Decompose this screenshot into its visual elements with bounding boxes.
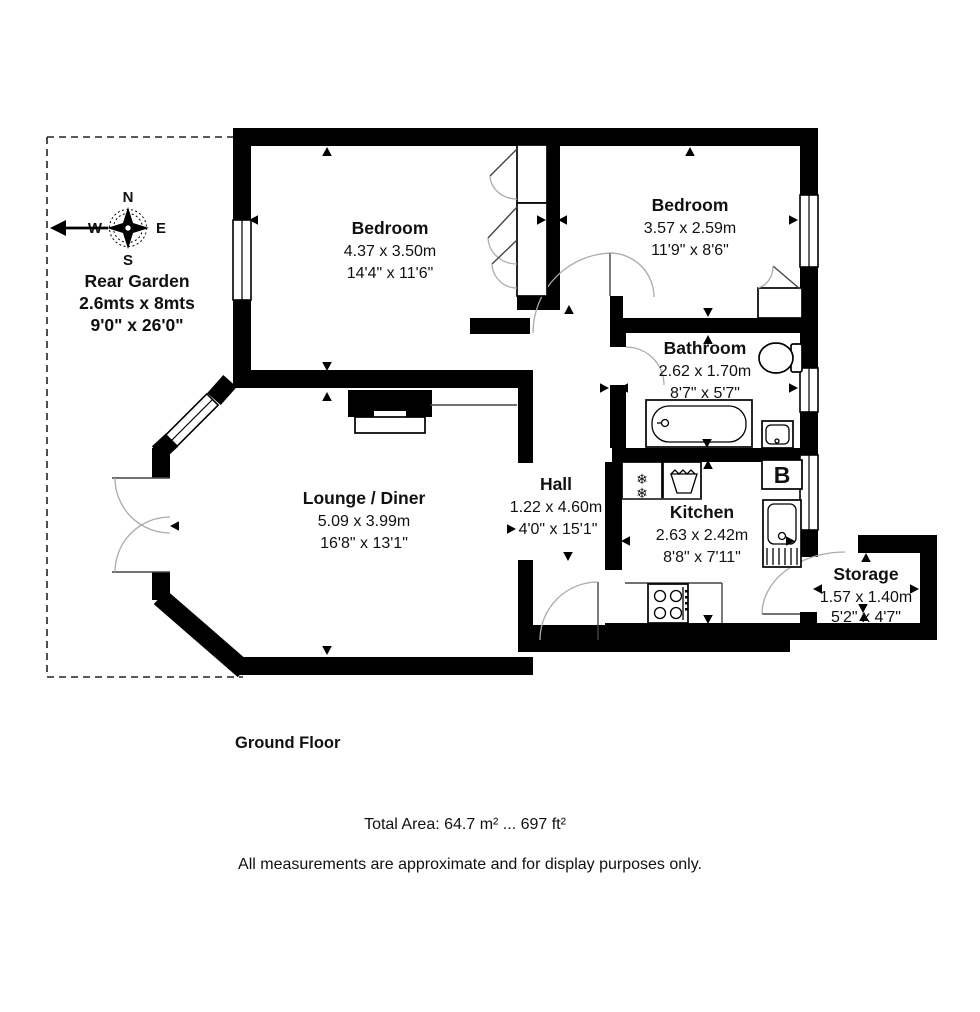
room-metric: 1.22 x 4.60m	[510, 499, 603, 516]
bathroom-sink-icon	[761, 420, 794, 449]
washing-machine-icon	[662, 461, 702, 500]
disclaimer-text: All measurements are approximate and for…	[238, 856, 702, 873]
compass-north-label: N	[123, 189, 134, 206]
cupboard	[757, 265, 803, 319]
room-name: Hall	[540, 474, 572, 494]
room-imperial: 4'0" x 15'1"	[519, 521, 598, 538]
room-label-storage: Storage 1.57 x 1.40m 5'2" x 4'7"	[820, 564, 913, 626]
room-name: Bedroom	[352, 218, 429, 238]
bay-window	[164, 392, 220, 448]
room-imperial: 8'8" x 7'11"	[663, 549, 741, 566]
room-metric: 3.57 x 2.59m	[644, 220, 737, 237]
closets	[487, 144, 548, 297]
compass-rose: N S W E	[88, 189, 166, 269]
room-metric: 2.62 x 1.70m	[659, 363, 752, 380]
floor-title: Ground Floor	[235, 734, 341, 752]
room-name: Bathroom	[664, 338, 747, 358]
windows	[164, 194, 819, 531]
room-label-hall: Hall 1.22 x 4.60m 4'0" x 15'1"	[510, 474, 603, 538]
garden-imperial: 9'0" x 26'0"	[90, 315, 183, 335]
room-label-lounge-diner: Lounge / Diner 5.09 x 3.99m 16'8" x 13'1…	[303, 488, 426, 552]
doors	[112, 252, 846, 641]
kitchen-window	[799, 454, 819, 531]
kitchen-sink-icon	[762, 499, 802, 568]
room-label-bedroom-1: Bedroom 4.37 x 3.50m 14'4" x 11'6"	[344, 218, 437, 282]
svg-text:❄: ❄	[636, 471, 648, 487]
room-metric: 5.09 x 3.99m	[318, 513, 411, 530]
room-metric: 2.63 x 2.42m	[656, 527, 749, 544]
room-label-bathroom: Bathroom 2.62 x 1.70m 8'7" x 5'7"	[659, 338, 752, 402]
room-name: Storage	[833, 564, 898, 584]
room-imperial: 16'8" x 13'1"	[320, 535, 408, 552]
bathroom-window	[799, 367, 819, 413]
room-imperial: 5'2" x 4'7"	[831, 609, 901, 626]
total-area-text: Total Area: 64.7 m² ... 697 ft²	[364, 816, 567, 833]
svg-text:❄: ❄	[636, 485, 648, 501]
walls	[151, 128, 937, 678]
bedroom2-window	[799, 194, 819, 268]
room-name: Bedroom	[652, 195, 729, 215]
fridge-icon: ❄ ❄	[621, 461, 663, 501]
compass-east-label: E	[156, 220, 166, 237]
room-label-kitchen: Kitchen 2.63 x 2.42m 8'8" x 7'11"	[656, 502, 749, 566]
room-name: Kitchen	[670, 502, 734, 522]
room-imperial: 8'7" x 5'7"	[670, 385, 740, 402]
room-label-bedroom-2: Bedroom 3.57 x 2.59m 11'9" x 8'6"	[644, 195, 737, 259]
bath-icon	[645, 399, 753, 448]
hob-icon	[625, 582, 723, 624]
boiler-box: B	[761, 459, 803, 490]
chimney-breast	[348, 390, 517, 434]
garden-label: Rear Garden 2.6mts x 8mts 9'0" x 26'0"	[79, 271, 195, 335]
garden-name: Rear Garden	[84, 271, 189, 291]
garden-boundary	[46, 136, 243, 678]
compass-south-label: S	[123, 252, 133, 269]
room-imperial: 11'9" x 8'6"	[651, 242, 729, 259]
garden-metric: 2.6mts x 8mts	[79, 293, 195, 313]
room-imperial: 14'4" x 11'6"	[347, 265, 434, 282]
boiler-label: B	[774, 462, 791, 488]
bedroom1-window	[232, 219, 252, 301]
room-metric: 1.57 x 1.40m	[820, 589, 913, 606]
toilet-icon	[758, 342, 803, 374]
west-arrow-icon	[50, 220, 108, 236]
room-name: Lounge / Diner	[303, 488, 426, 508]
room-metric: 4.37 x 3.50m	[344, 243, 437, 260]
